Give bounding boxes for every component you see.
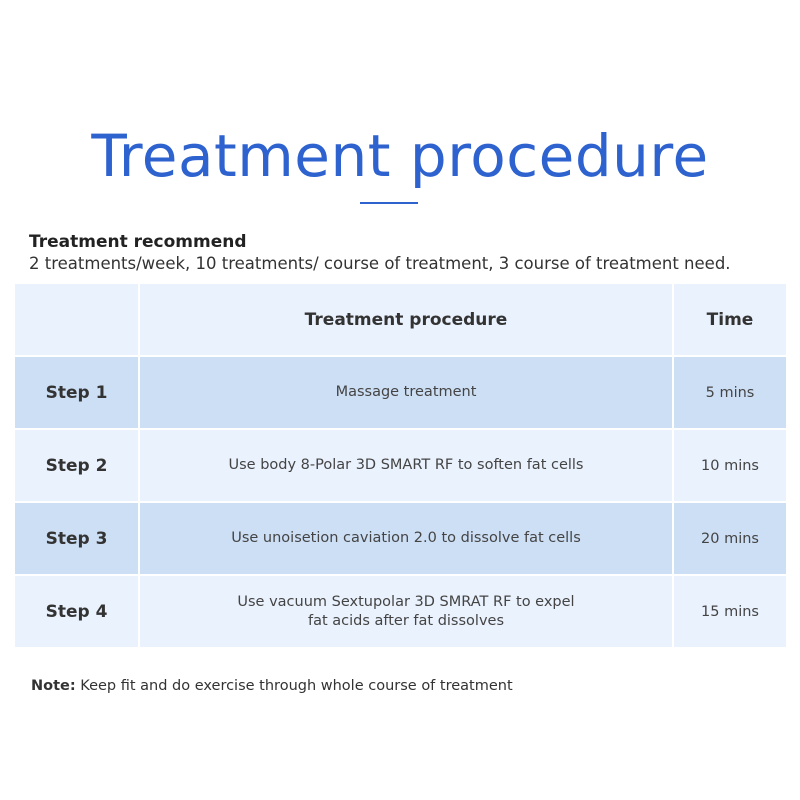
- procedure-table: Treatment procedure Time Step 1 Massage …: [15, 284, 786, 649]
- recommend-heading: Treatment recommend: [29, 232, 247, 252]
- table-row: Step 1 Massage treatment 5 mins: [15, 357, 786, 428]
- procedure-description: Massage treatment: [140, 357, 672, 428]
- table-row: Step 3 Use unoisetion caviation 2.0 to d…: [15, 503, 786, 574]
- step-label: Step 4: [15, 576, 138, 647]
- table-row: Step 2 Use body 8-Polar 3D SMART RF to s…: [15, 430, 786, 501]
- table-row: Step 4 Use vacuum Sextupolar 3D SMRAT RF…: [15, 576, 786, 647]
- note-label: Note:: [31, 678, 76, 694]
- recommend-text: 2 treatments/week, 10 treatments/ course…: [29, 254, 731, 273]
- step-time: 20 mins: [674, 503, 786, 574]
- note-text: Keep fit and do exercise through whole c…: [75, 678, 513, 694]
- step-time: 15 mins: [674, 576, 786, 647]
- title-underline: [360, 202, 418, 204]
- header-cell-time: Time: [674, 284, 786, 355]
- step-time: 10 mins: [674, 430, 786, 501]
- procedure-description: Use body 8-Polar 3D SMART RF to soften f…: [140, 430, 672, 501]
- header-cell-empty: [15, 284, 138, 355]
- step-time: 5 mins: [674, 357, 786, 428]
- procedure-description: Use unoisetion caviation 2.0 to dissolve…: [140, 503, 672, 574]
- step-label: Step 1: [15, 357, 138, 428]
- page-title: Treatment procedure: [91, 122, 709, 190]
- step-label: Step 3: [15, 503, 138, 574]
- procedure-description: Use vacuum Sextupolar 3D SMRAT RF to exp…: [140, 576, 672, 647]
- step-label: Step 2: [15, 430, 138, 501]
- note: Note: Keep fit and do exercise through w…: [31, 678, 513, 694]
- table-header-row: Treatment procedure Time: [15, 284, 786, 355]
- header-cell-procedure: Treatment procedure: [140, 284, 672, 355]
